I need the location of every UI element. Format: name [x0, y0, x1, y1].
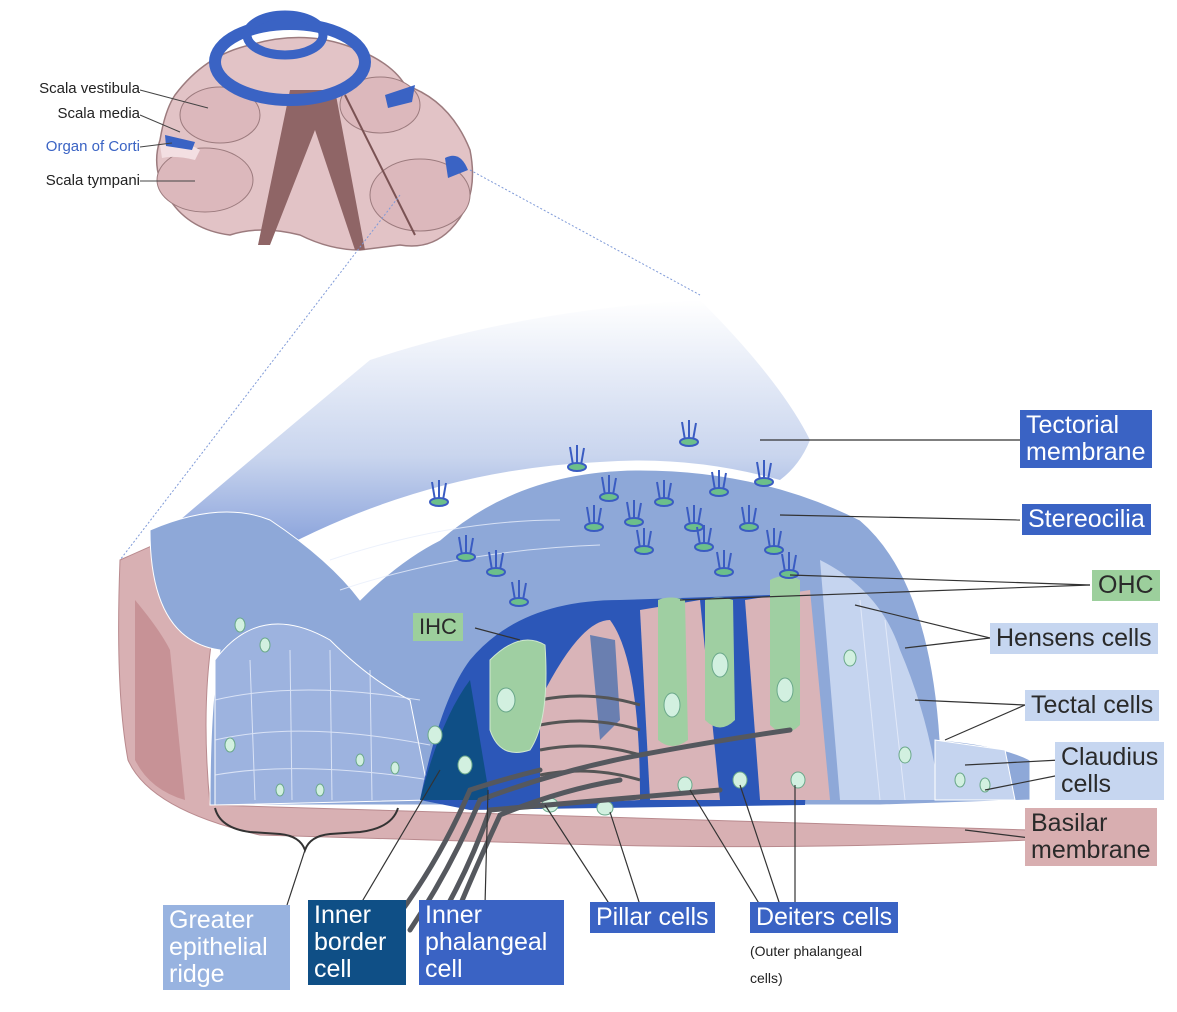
label-claudius-cells: Claudius cells — [1055, 742, 1164, 800]
label-scala-tympani: Scala tympani — [46, 173, 140, 189]
label-inner-phalangeal-cell: Inner phalangeal cell — [419, 900, 564, 985]
label-hensens-cells: Hensens cells — [990, 623, 1158, 654]
label-organ-of-corti: Organ of Corti — [46, 139, 140, 155]
label-tectal-cells: Tectal cells — [1025, 690, 1159, 721]
label-inner-border-cell: Inner border cell — [308, 900, 406, 985]
label-deiters-note: (Outer phalangeal cells) — [750, 938, 862, 991]
label-ihc: IHC — [413, 613, 463, 641]
label-greater-epithelial-ridge: Greater epithelial ridge — [163, 905, 290, 990]
label-tectorial-membrane: Tectorial membrane — [1020, 410, 1152, 468]
label-ohc: OHC — [1092, 570, 1160, 601]
label-scala-vestibula: Scala vestibula — [39, 81, 140, 97]
label-deiters-cells: Deiters cells — [750, 902, 898, 933]
organ-of-corti — [119, 300, 1030, 935]
label-pillar-cells: Pillar cells — [590, 902, 715, 933]
label-basilar-membrane: Basilar membrane — [1025, 808, 1157, 866]
label-scala-media: Scala media — [57, 106, 140, 122]
label-stereocilia: Stereocilia — [1022, 504, 1151, 535]
